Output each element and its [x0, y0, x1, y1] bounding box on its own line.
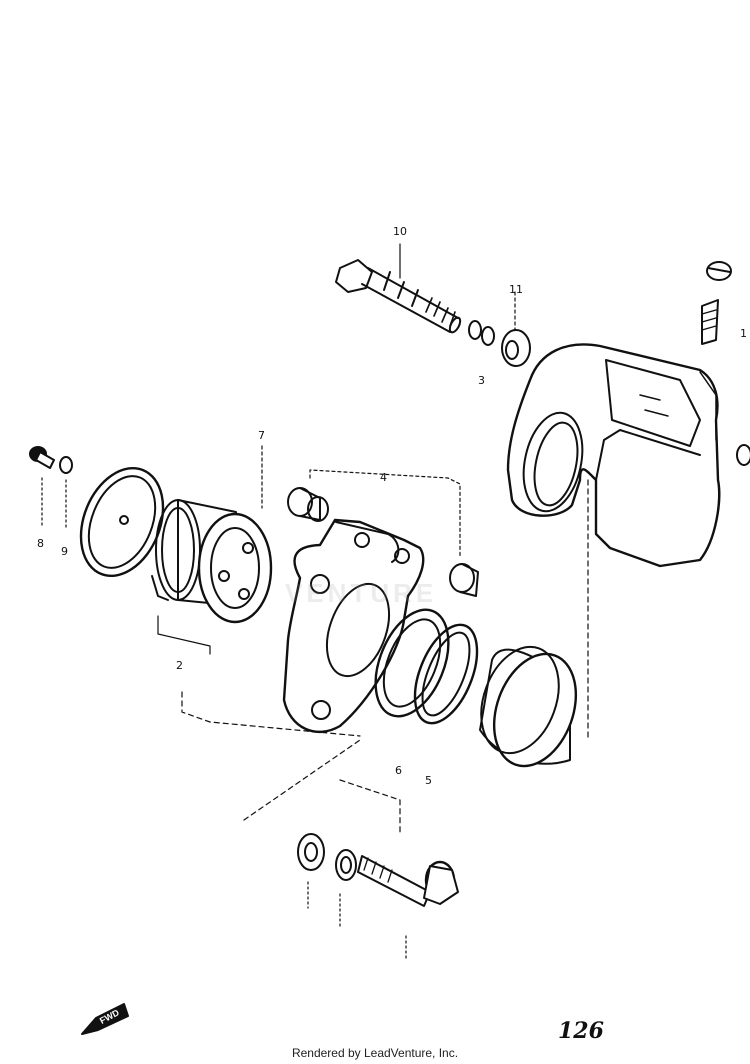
callout-7: 7 — [258, 429, 265, 442]
callout-5: 5 — [425, 774, 432, 787]
spacer-part-11 — [501, 329, 531, 367]
bushing-part-4 — [287, 487, 479, 597]
callout-1: 1 — [740, 327, 747, 340]
leader-line — [309, 469, 461, 557]
bleeder-screw-part-1 — [701, 261, 732, 345]
callout-9: 9 — [61, 545, 68, 558]
callout-3: 3 — [478, 374, 485, 387]
lock-washer — [335, 849, 357, 881]
callout-10: 10 — [393, 225, 407, 238]
washer-bottom — [297, 833, 325, 871]
piston-seal — [374, 608, 479, 725]
watermark: VENTURE — [285, 578, 438, 608]
guide-lines — [181, 479, 589, 835]
washer-part-9 — [59, 456, 73, 474]
page-number: 126 — [558, 1018, 604, 1044]
callout-8: 8 — [37, 537, 44, 550]
callout-4: 4 — [380, 471, 387, 484]
bracket-line — [157, 615, 211, 655]
callout-6: 6 — [395, 764, 402, 777]
washer-part-3 — [468, 320, 495, 346]
cover-plate — [79, 466, 165, 578]
piston — [479, 645, 578, 768]
callout-11: 11 — [509, 283, 523, 296]
caliper-bracket-part-7 — [282, 518, 425, 734]
caliper-bolt-part-10 — [335, 259, 462, 334]
mounting-bolt — [357, 855, 459, 907]
footer-credit: Rendered by LeadVenture, Inc. — [291, 1046, 459, 1060]
piston-body-part-2 — [151, 499, 273, 624]
caliper-housing — [506, 343, 721, 568]
callout-2: 2 — [176, 659, 183, 672]
ring-right-edge — [736, 444, 750, 466]
screw-part-8 — [29, 446, 55, 469]
forward-arrow-icon — [81, 1003, 129, 1035]
